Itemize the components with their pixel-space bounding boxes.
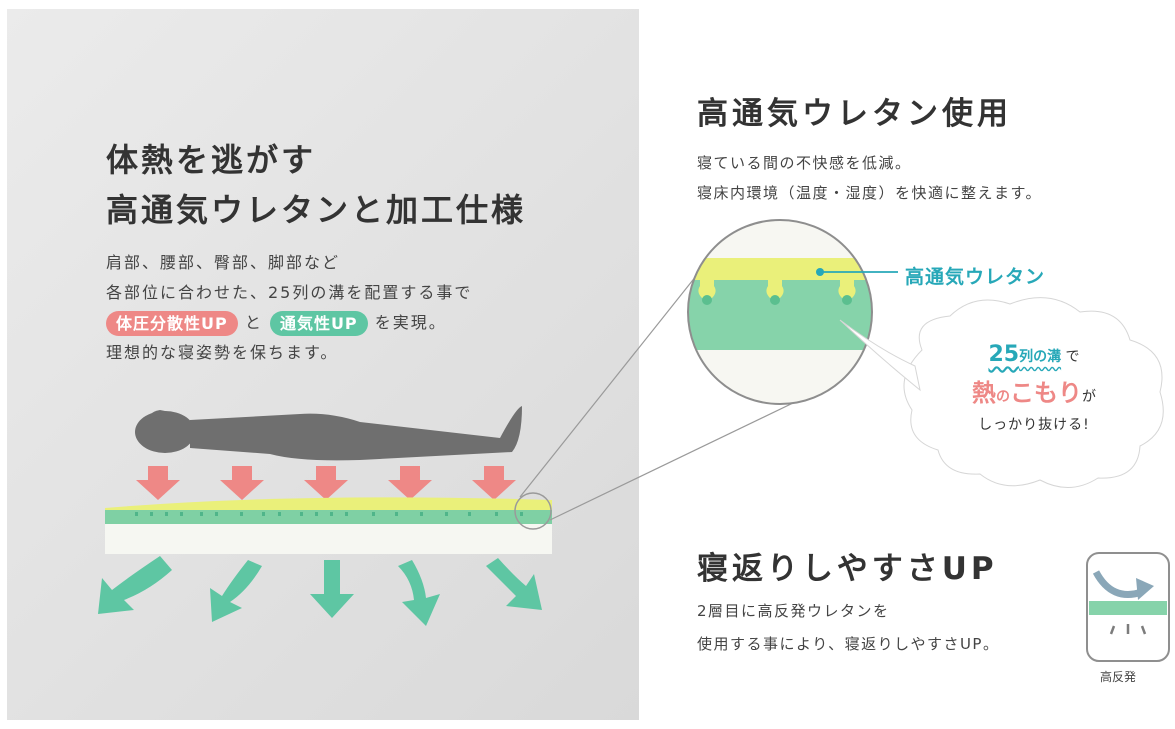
- left-body-line2: 各部位に合わせた、25列の溝を配置する事で: [106, 283, 473, 302]
- breathability-pill: 通気性UP: [269, 311, 368, 336]
- right-body-1-line1: 寝ている間の不快感を低減。: [697, 154, 912, 172]
- right-body-2-line1: 2層目に高反発ウレタンを: [697, 602, 890, 620]
- zoom-source-circle: [514, 492, 552, 530]
- left-heading-line2: 高通気ウレタンと加工仕様: [106, 191, 527, 229]
- right-body-1-line2: 寝床内環境（温度・湿度）を快適に整えます。: [697, 184, 1043, 202]
- mattress: [105, 497, 552, 554]
- zoom-detail: [688, 220, 872, 404]
- right-heading-2: 寝返りしやすさUP: [697, 551, 998, 587]
- left-body-line3-suffix: を実現。: [374, 313, 447, 332]
- left-heading: 体熱を逃がす 高通気ウレタンと加工仕様: [106, 135, 526, 235]
- airflow-arrows: [98, 556, 542, 626]
- right-heading-1: 高通気ウレタン使用: [697, 96, 1012, 132]
- left-body-line3: 体圧分散性UP と 通気性UP を実現。: [106, 308, 472, 338]
- pressure-arrows: [136, 466, 516, 500]
- bubble-ga: が: [1082, 389, 1096, 405]
- person-silhouette: [135, 406, 522, 461]
- high-resilience-icon: [1086, 552, 1170, 662]
- right-body-2: 2層目に高反発ウレタンを 使用する事により、寝返りしやすさUP。: [697, 595, 999, 661]
- bubble-de: で: [1065, 349, 1080, 365]
- connector-text: と: [244, 313, 263, 332]
- zoom-line-bottom: [549, 389, 821, 521]
- bubble-grooves: 列の溝: [1019, 349, 1062, 365]
- bubble-heat: 熱: [972, 379, 996, 407]
- pressure-distribution-pill: 体圧分散性UP: [106, 311, 238, 336]
- bubble-number: 25: [988, 342, 1020, 367]
- right-body-1: 寝ている間の不快感を低減。 寝床内環境（温度・湿度）を快適に整えます。: [697, 148, 1042, 208]
- badge-label: 高反発: [1100, 670, 1137, 684]
- bubble-line1: 25列の溝 で: [944, 342, 1124, 367]
- bubble-text: 25列の溝 で 熱のこもりが しっかり抜ける!: [944, 342, 1124, 434]
- zoom-line-top: [519, 255, 713, 498]
- bubble-line2: 熱のこもりが: [944, 373, 1124, 408]
- bubble-komori: こもり: [1010, 379, 1082, 407]
- left-body-line4: 理想的な寝姿勢を保ちます。: [106, 343, 339, 362]
- callout-label: 高通気ウレタン: [905, 266, 1046, 288]
- left-body: 肩部、腰部、臀部、脚部など 各部位に合わせた、25列の溝を配置する事で 体圧分散…: [106, 248, 472, 368]
- right-body-2-line2: 使用する事により、寝返りしやすさUP。: [697, 635, 1000, 653]
- left-body-line1: 肩部、腰部、臀部、脚部など: [106, 253, 341, 272]
- speech-bubble: [839, 297, 1164, 489]
- bubble-no: の: [996, 389, 1010, 405]
- left-heading-line1: 体熱を逃がす: [106, 141, 317, 179]
- bubble-line3: しっかり抜ける!: [978, 417, 1090, 433]
